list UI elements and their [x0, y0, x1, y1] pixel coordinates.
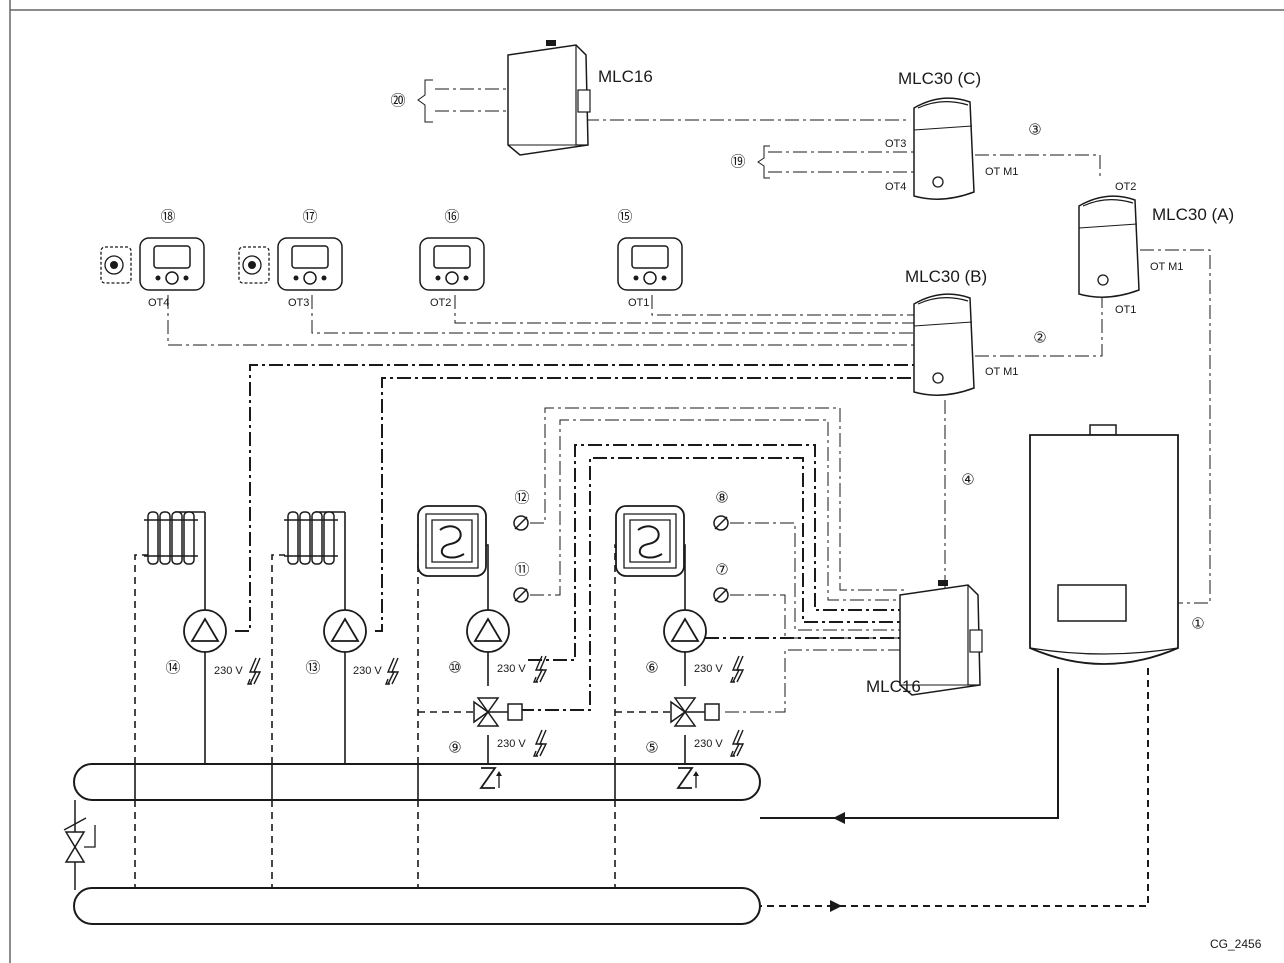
port-otm1-c: OT M1 [985, 166, 1018, 178]
callout-5: ⑤ [645, 740, 658, 757]
callout-18: ⑱ [160, 209, 175, 226]
room-unit-17 [277, 237, 343, 291]
callout-4: ④ [961, 472, 974, 489]
hydraulic-pipes [63, 511, 1149, 925]
port-ot2: OT2 [430, 297, 451, 309]
room-unit-16 [419, 237, 485, 291]
callout-9: ⑨ [448, 740, 461, 757]
bus-wiring [167, 79, 1211, 713]
figure-code: CG_2456 [1210, 937, 1262, 951]
temp-sensor-7 [713, 587, 729, 603]
port-ot2-a: OT2 [1115, 181, 1136, 193]
callout-11: ⑪ [514, 562, 529, 579]
boiler [1029, 424, 1179, 665]
port-ot1: OT1 [628, 297, 649, 309]
callout-2: ② [1033, 330, 1046, 347]
power-icon [385, 657, 399, 685]
pump-10 [466, 609, 510, 653]
port-ot4-c: OT4 [885, 181, 906, 193]
voltage-label: 230 V [497, 663, 526, 675]
outdoor-sensor-18 [100, 246, 132, 284]
floor-heating-10 [417, 505, 487, 577]
temp-sensor-8 [713, 515, 729, 531]
callout-6: ⑥ [645, 660, 658, 677]
voltage-label: 230 V [694, 663, 723, 675]
port-ot3: OT3 [288, 297, 309, 309]
temp-sensor-11 [513, 587, 529, 603]
port-otm1-b: OT M1 [985, 366, 1018, 378]
callout-3: ③ [1028, 122, 1041, 139]
mixing-valve-9 [473, 697, 523, 727]
mixing-valve-5 [670, 697, 720, 727]
callout-8: ⑧ [715, 490, 728, 507]
port-ot4: OT4 [148, 297, 169, 309]
callout-10: ⑩ [448, 660, 461, 677]
power-icon [533, 729, 547, 757]
frame-border [9, 0, 1284, 963]
room-unit-15 [617, 237, 683, 291]
mlc30-c-module [913, 97, 975, 200]
voltage-label: 230 V [694, 738, 723, 750]
callout-16: ⑯ [444, 209, 459, 226]
pump-13 [323, 609, 367, 653]
outdoor-sensor-17 [238, 246, 270, 284]
temp-sensor-12 [513, 515, 529, 531]
room-unit-18 [139, 237, 205, 291]
port-ot3-c: OT3 [885, 138, 906, 150]
pump-14 [183, 609, 227, 653]
mlc30-b-module [913, 293, 975, 396]
callout-19: ⑲ [730, 154, 745, 171]
callout-1: ① [1191, 616, 1204, 633]
power-icon [247, 657, 261, 685]
mlc30-b-label: MLC30 (B) [905, 267, 987, 286]
callout-15: ⑮ [617, 209, 632, 226]
callout-13: ⑬ [305, 660, 320, 677]
port-otm1-a: OT M1 [1150, 261, 1183, 273]
voltage-label: 230 V [214, 665, 243, 677]
mlc30-a-module [1078, 195, 1140, 298]
callout-12: ⑫ [514, 490, 529, 507]
radiator-13 [283, 511, 339, 565]
callout-7: ⑦ [715, 562, 728, 579]
voltage-label: 230 V [497, 738, 526, 750]
radiator-14 [143, 511, 199, 565]
mlc30-c-label: MLC30 (C) [898, 69, 981, 88]
floor-heating-6 [615, 505, 685, 577]
mlc16-top-module [507, 39, 591, 156]
voltage-label: 230 V [353, 665, 382, 677]
callout-14: ⑭ [165, 660, 180, 677]
power-icon [730, 655, 744, 683]
pump-6 [663, 609, 707, 653]
power-icon [730, 729, 744, 757]
mlc16-top-label: MLC16 [598, 67, 653, 86]
mlc30-a-label: MLC30 (A) [1152, 205, 1234, 224]
callout-20: ⑳ [390, 93, 405, 110]
mlc16-bottom-label: MLC16 [866, 677, 921, 696]
port-ot1-a: OT1 [1115, 304, 1136, 316]
callout-17: ⑰ [302, 209, 317, 226]
